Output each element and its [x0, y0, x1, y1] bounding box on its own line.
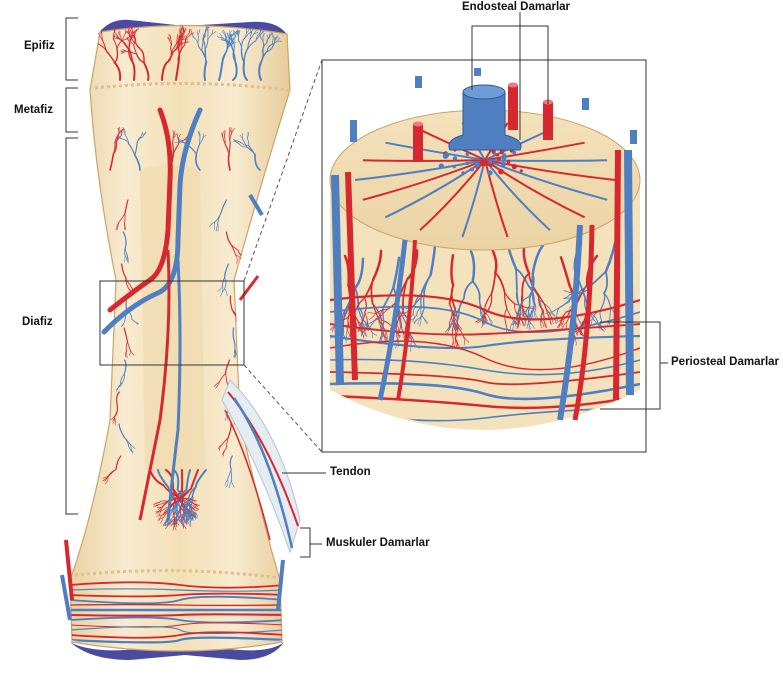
label-epiphysis: Epifiz — [24, 40, 55, 52]
label-periosteal-vessels: Periosteal Damarlar — [671, 356, 779, 368]
long-bone — [62, 20, 300, 660]
label-endosteal-vessels: Endosteal Damarlar — [462, 1, 570, 13]
label-metaphysis: Metafiz — [14, 104, 53, 116]
medullary-cavity — [140, 165, 205, 475]
label-tendon: Tendon — [330, 466, 371, 478]
label-diaphysis: Diafiz — [22, 316, 53, 328]
left-brackets — [66, 18, 78, 514]
label-muscular-vessels: Muskuler Damarlar — [326, 537, 430, 549]
